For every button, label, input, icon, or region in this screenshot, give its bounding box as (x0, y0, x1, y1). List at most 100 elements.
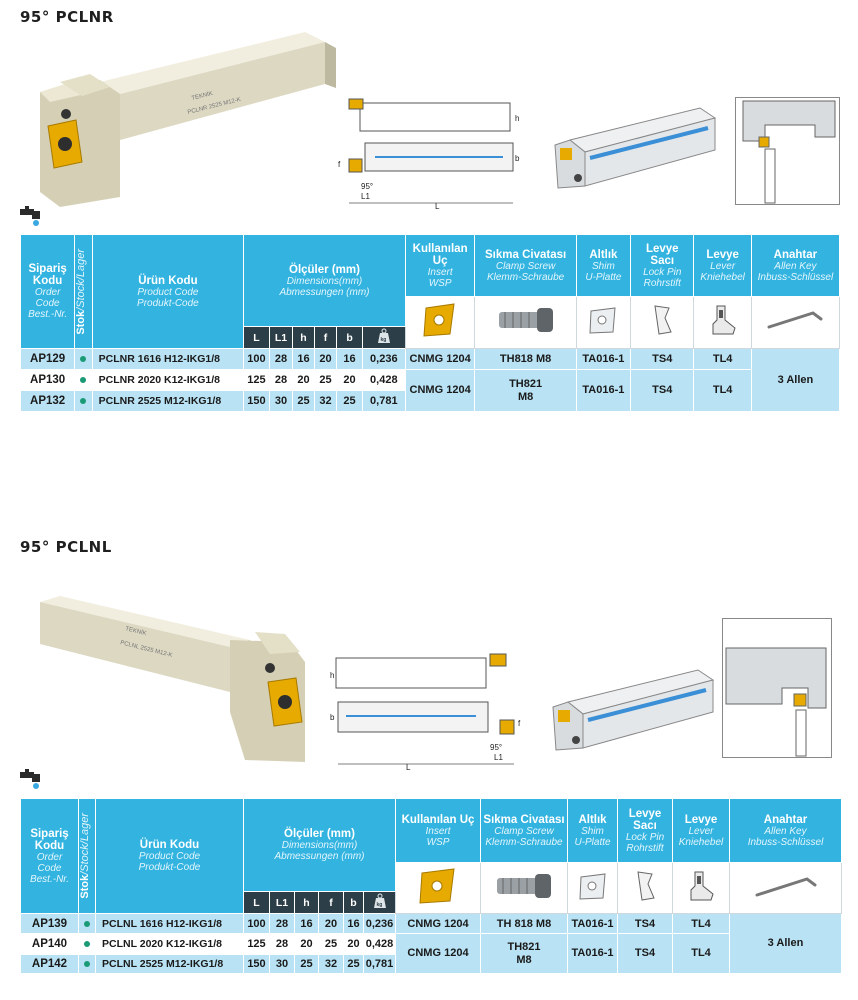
spec-table: Sipariş Kodu Order Code Best.-Nr. Stok/S… (19, 234, 841, 412)
lever-image (672, 862, 730, 914)
col-header-shim: Altlık Shim U-Platte (567, 798, 618, 863)
col-header-pin: Levye Sacı Lock Pin Rohrstift (630, 234, 695, 297)
weight: 0,781 (363, 954, 396, 974)
section-title: 95° PCLNR (20, 8, 114, 26)
dim-h: 20 (294, 933, 319, 955)
dim-h: 25 (294, 954, 319, 974)
insert-code: CNMG 1204 (395, 933, 481, 974)
key-image (729, 862, 842, 914)
stock-indicator (78, 954, 96, 974)
col-header-dimensions: Ölçüler (mm) Dimensions(mm) Abmessungen … (243, 234, 406, 327)
order-code: AP130 (19, 369, 76, 391)
col-header-lever: Levye Lever Kniehebel (693, 234, 752, 297)
dim-l: 150 (243, 390, 270, 412)
col-header-key: Anahtar Allen Key Inbuss-Schlüssel (750, 234, 841, 297)
product-code: PCLNR 2020 K12-IKG1/8 (91, 369, 245, 391)
col-header-product: Ürün Kodu Product Code Produkt-Code (91, 234, 245, 349)
spec-table: Sipariş Kodu Order Code Best.-Nr. Stok/S… (20, 798, 842, 974)
drawing-label-f: f (518, 719, 521, 728)
pin-code: TS4 (617, 933, 673, 974)
dim-l: 150 (243, 954, 270, 974)
stock-indicator (74, 348, 93, 370)
lever-icon (712, 305, 736, 335)
order-code: AP142 (20, 954, 79, 974)
weight: 0,781 (361, 390, 406, 412)
lever-icon (690, 871, 714, 900)
lever-code: TL4 (693, 369, 752, 412)
screw-icon (497, 873, 551, 898)
dim-header-l1: L1 (268, 326, 294, 349)
dim-header-b: b (343, 891, 364, 914)
coolant-icon (20, 206, 40, 226)
weight: 0,428 (361, 369, 406, 391)
pin-code: TS4 (630, 369, 695, 412)
dim-h: 20 (292, 369, 315, 391)
dim-header-weight: kg (361, 326, 406, 349)
col-header-pin: Levye Sacı Lock Pin Rohrstift (617, 798, 673, 863)
stock-indicator (74, 390, 93, 412)
col-header-shim: Altlık Shim U-Platte (575, 234, 632, 297)
screw-code: TH821 M8 (474, 369, 577, 412)
transparent-3d-view (554, 107, 717, 189)
drawing-label-l: L (406, 763, 411, 770)
svg-text:kg: kg (376, 902, 382, 908)
table-row: AP142 PCLNL 2525 M12-IKG1/8 150 30 25 32… (20, 954, 842, 974)
top-view-detail (722, 618, 832, 758)
dim-b: 25 (336, 390, 363, 412)
tool-holder-image: TEKNİK PCLNR 2525 M12-K (40, 32, 336, 207)
dim-h: 16 (294, 913, 319, 934)
weight-kg-icon: kg (373, 893, 386, 908)
section-pclnr: 95° PCLNR TEKNİK PCLNR 2525 M12-K h f b … (19, 8, 841, 412)
lever-code: TL4 (672, 913, 730, 934)
shim-code: TA016-1 (567, 933, 618, 974)
order-code: AP139 (20, 913, 79, 934)
drawing-label-h: h (515, 114, 519, 123)
top-view-detail (735, 97, 840, 205)
allen-key-icon (767, 311, 823, 329)
dim-h: 16 (292, 348, 315, 370)
insert-code: CNMG 1204 (404, 348, 476, 370)
shim-code: TA016-1 (575, 348, 632, 370)
pin-image (630, 296, 695, 349)
dim-b: 16 (336, 348, 363, 370)
col-header-screw: Sıkma Civatası Clamp Screw Klemm-Schraub… (480, 798, 568, 863)
dim-l1: 28 (269, 913, 295, 934)
drawing-label-angle: 95° (361, 182, 373, 191)
dim-header-l: L (243, 891, 270, 914)
key-code: 3 Allen (729, 913, 842, 974)
col-header-order: Sipariş Kodu Order Code Best.-Nr. (19, 234, 76, 349)
dim-l1: 30 (268, 390, 294, 412)
insert-code: CNMG 1204 (404, 369, 476, 412)
col-header-key: Anahtar Allen Key Inbuss-Schlüssel (729, 798, 842, 863)
screw-image (474, 296, 577, 349)
drawing-label-b: b (515, 154, 520, 163)
shim-code: TA016-1 (575, 369, 632, 412)
col-header-product: Ürün Kodu Product Code Produkt-Code (95, 798, 244, 914)
screw-code: TH821 M8 (480, 933, 568, 974)
technical-drawing: h f b 95° L1 L (338, 98, 520, 210)
screw-icon (498, 308, 553, 332)
product-code: PCLNL 2525 M12-IKG1/8 (95, 954, 244, 974)
stock-indicator (78, 913, 96, 934)
insert-image (395, 862, 481, 914)
dim-header-weight: kg (363, 891, 396, 914)
stock-indicator (74, 369, 93, 391)
shim-icon (578, 872, 606, 900)
pin-code: TS4 (617, 913, 673, 934)
col-header-screw: Sıkma Civatası Clamp Screw Klemm-Schraub… (474, 234, 577, 297)
tool-holder-image: TEKNİK PCLNL 2525 M12-K (40, 596, 305, 762)
dim-header-h: h (292, 326, 315, 349)
dim-l: 100 (243, 348, 270, 370)
dim-l1: 30 (269, 954, 295, 974)
section-title: 95° PCLNL (20, 538, 112, 556)
key-image (750, 296, 841, 349)
table-row: AP140 PCLNL 2020 K12-IKG1/8 125 28 20 25… (20, 933, 842, 974)
insert-image (404, 296, 476, 349)
screw-code: TH818 M8 (474, 348, 577, 370)
dim-f: 32 (313, 390, 338, 412)
technical-drawing: h b f 95° L1 L (330, 653, 521, 770)
order-code: AP140 (20, 933, 79, 955)
table-row: AP129 PCLNR 1616 H12-IKG1/8 100 28 16 20… (19, 348, 841, 412)
lock-pin-icon (654, 305, 672, 335)
pin-code: TS4 (630, 348, 695, 370)
